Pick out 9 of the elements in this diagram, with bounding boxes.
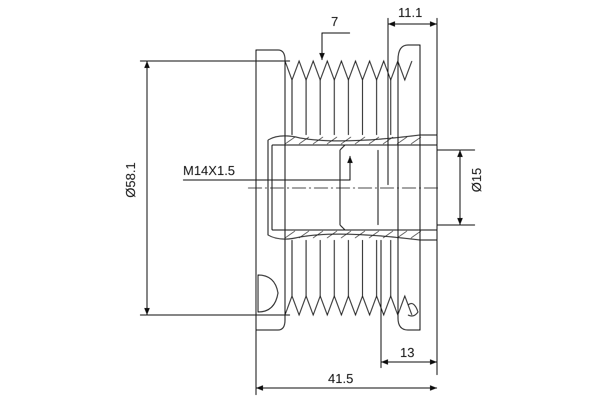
dimension-label: 13 bbox=[400, 346, 414, 360]
callout-label: M14X1.5 bbox=[183, 164, 236, 178]
leader-line bbox=[319, 32, 350, 60]
dimension-label: 41.5 bbox=[328, 372, 354, 386]
leader-line bbox=[182, 156, 353, 180]
dimension-label: 11.1 bbox=[398, 6, 422, 20]
dimension-label: Ø58.1 bbox=[124, 162, 138, 198]
dimension-label: Ø15 bbox=[470, 168, 484, 192]
callout-label: 7 bbox=[331, 15, 338, 29]
